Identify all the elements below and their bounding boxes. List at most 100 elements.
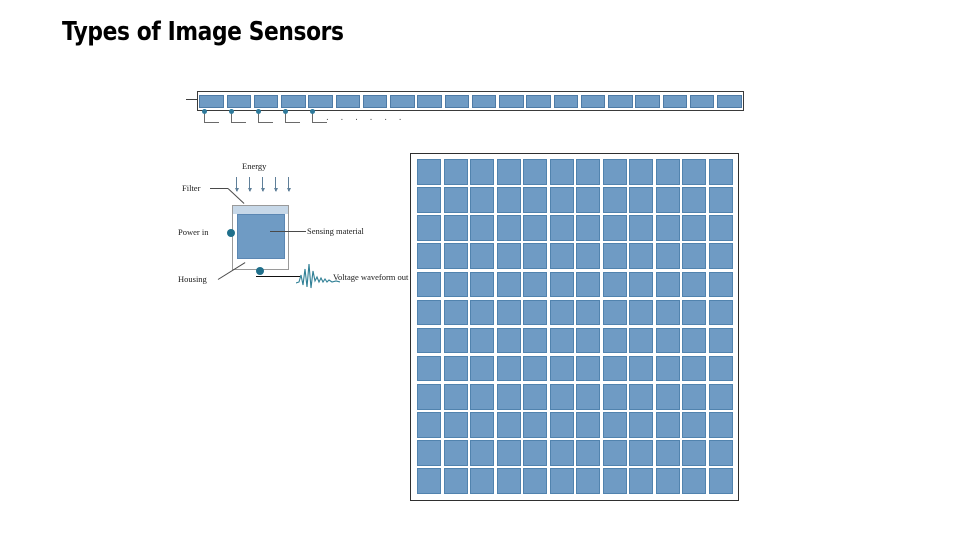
linear-sensor-array: . . . . . . <box>186 88 744 130</box>
matrix-array-cell <box>523 468 548 494</box>
matrix-array-cell <box>496 243 521 270</box>
matrix-array-cell <box>602 327 627 354</box>
matrix-array-cell <box>682 215 707 242</box>
matrix-array-row <box>416 467 734 495</box>
matrix-array-cell <box>576 187 601 213</box>
matrix-array-cell <box>470 411 495 438</box>
matrix-array-cell <box>549 411 574 438</box>
matrix-array-cell <box>576 243 601 270</box>
linear-array-connector-dot <box>201 109 207 114</box>
matrix-array-cell <box>470 187 495 213</box>
matrix-array-cell <box>496 299 521 326</box>
matrix-array-cell <box>708 327 733 354</box>
matrix-array-cell <box>629 299 654 326</box>
linear-array-connector <box>285 111 300 123</box>
energy-arrow-icon <box>247 177 252 192</box>
matrix-array-row <box>416 326 734 354</box>
matrix-array-cell <box>576 215 601 242</box>
matrix-array-row <box>416 214 734 242</box>
matrix-array-cell <box>443 327 468 354</box>
matrix-array-cell <box>549 383 574 410</box>
matrix-array-cell <box>443 383 468 410</box>
linear-array-cell <box>390 94 415 108</box>
matrix-array-cell <box>496 159 521 185</box>
matrix-array-cell <box>682 383 707 410</box>
matrix-array-cell <box>629 411 654 438</box>
matrix-array-cell <box>708 411 733 438</box>
matrix-array-cell <box>708 271 733 298</box>
matrix-array-cell <box>682 468 707 494</box>
matrix-array-cell <box>602 468 627 494</box>
matrix-array-cell <box>470 215 495 242</box>
matrix-array-cell <box>496 468 521 494</box>
linear-array-connector-dot <box>282 109 288 114</box>
linear-array-connector <box>231 111 246 123</box>
matrix-array-cell <box>470 383 495 410</box>
matrix-array-cell <box>417 439 442 466</box>
matrix-array-cell <box>496 411 521 438</box>
matrix-array-cell <box>470 439 495 466</box>
filter-leader-line <box>210 188 228 189</box>
matrix-array-cell <box>417 159 442 185</box>
linear-array-cell <box>580 94 606 108</box>
matrix-array-cell <box>655 271 680 298</box>
linear-array-cell <box>499 94 524 108</box>
matrix-array-cell <box>470 355 495 382</box>
matrix-array-cell <box>470 468 495 494</box>
output-signal-line <box>256 276 300 277</box>
matrix-array-cell <box>443 299 468 326</box>
matrix-array-cell <box>576 383 601 410</box>
matrix-array-cell <box>708 355 733 382</box>
linear-array-cell <box>689 94 715 108</box>
matrix-array-cell <box>629 383 654 410</box>
matrix-array-cell <box>682 187 707 213</box>
matrix-array-cell <box>682 439 707 466</box>
matrix-array-cell <box>655 411 680 438</box>
matrix-array-cell <box>523 355 548 382</box>
linear-array-cell <box>308 94 333 108</box>
matrix-array-cell <box>682 159 707 185</box>
matrix-array-cell <box>602 215 627 242</box>
linear-array-connector <box>204 111 219 123</box>
housing-label: Housing <box>178 274 207 284</box>
energy-arrow-icon <box>260 177 265 192</box>
filter-band <box>233 206 288 214</box>
matrix-array-cell <box>443 243 468 270</box>
linear-array-cell <box>281 94 306 108</box>
matrix-array-cell <box>708 299 733 326</box>
matrix-array-cell <box>443 439 468 466</box>
matrix-array-cell <box>602 383 627 410</box>
matrix-array-cell <box>629 215 654 242</box>
matrix-sensor-array <box>410 153 739 501</box>
matrix-array-cell <box>549 187 574 213</box>
matrix-array-cell <box>496 271 521 298</box>
matrix-array-cell <box>549 271 574 298</box>
energy-arrow-icon <box>234 177 239 192</box>
matrix-array-cell <box>496 383 521 410</box>
linear-array-strip <box>197 91 744 111</box>
matrix-array-cell <box>523 327 548 354</box>
matrix-array-cell <box>443 411 468 438</box>
matrix-array-cell <box>523 383 548 410</box>
matrix-array-cell <box>549 468 574 494</box>
matrix-array-cell <box>470 327 495 354</box>
matrix-array-cell <box>417 355 442 382</box>
matrix-array-cell <box>708 187 733 213</box>
matrix-array-cell <box>549 327 574 354</box>
matrix-array-cell <box>655 243 680 270</box>
matrix-array-cell <box>655 468 680 494</box>
linear-array-cell <box>471 94 497 108</box>
power-in-port-icon <box>227 229 235 237</box>
output-port-icon <box>256 267 264 275</box>
matrix-array-cell <box>549 159 574 185</box>
filter-label: Filter <box>182 183 201 193</box>
matrix-array-cell <box>576 439 601 466</box>
matrix-array-cell <box>655 439 680 466</box>
matrix-array-cell <box>576 411 601 438</box>
matrix-array-cell <box>443 159 468 185</box>
linear-array-cell <box>253 94 279 108</box>
linear-array-cell <box>526 94 551 108</box>
matrix-array-cell <box>576 299 601 326</box>
matrix-array-cell <box>523 187 548 213</box>
